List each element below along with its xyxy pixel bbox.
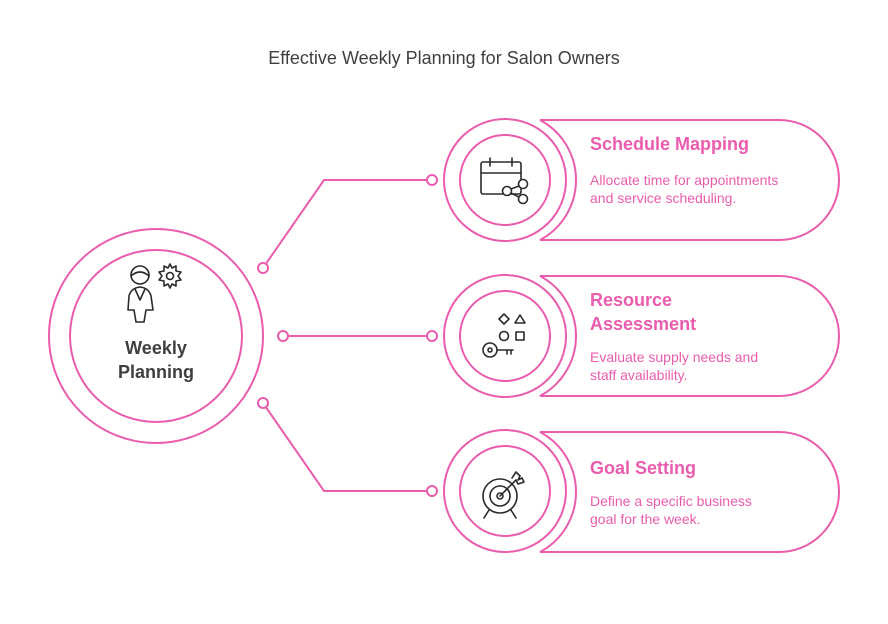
step-title-schedule: Schedule Mapping — [590, 134, 750, 154]
diagram-title: Effective Weekly Planning for Salon Owne… — [268, 48, 620, 68]
connector-dot — [426, 330, 438, 342]
step-description-schedule: Allocate time for appointments and servi… — [590, 172, 779, 206]
step-description-goal: Define a specific business goal for the … — [590, 493, 752, 527]
calendar-share-icon — [480, 157, 529, 205]
central-hub — [48, 228, 264, 444]
step-title-resource: Resource Assessment — [590, 290, 697, 334]
connector-dot — [426, 485, 438, 497]
connector-dot — [426, 174, 438, 186]
target-arrow-icon — [482, 471, 525, 519]
connector-dot — [257, 262, 269, 274]
key-shapes-icon — [482, 313, 526, 358]
step-card-goal — [539, 431, 840, 553]
step-title-goal: Goal Setting — [590, 458, 697, 478]
step-description-resource: Evaluate supply needs and staff availabi… — [590, 349, 759, 383]
step-card-schedule — [539, 119, 840, 241]
connector-goal — [262, 402, 432, 492]
person-gear-icon — [127, 263, 182, 323]
connector-dot — [277, 330, 289, 342]
center-label: Weekly Planning — [118, 338, 194, 382]
connector-schedule — [262, 179, 432, 269]
step-card-resource — [539, 275, 840, 397]
connector-dot — [257, 397, 269, 409]
